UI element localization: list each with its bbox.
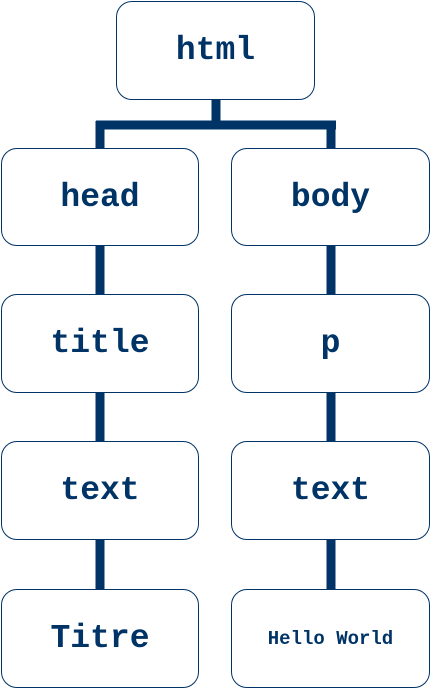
node-html: html — [116, 1, 315, 100]
node-head: head — [1, 148, 199, 246]
node-text-left: text — [1, 441, 199, 540]
node-p: p — [231, 294, 430, 393]
node-body: body — [231, 148, 430, 246]
node-title: title — [1, 294, 199, 393]
node-hello-world: Hello World — [231, 589, 430, 688]
node-text-right: text — [231, 441, 430, 540]
node-titre: Titre — [1, 589, 199, 688]
